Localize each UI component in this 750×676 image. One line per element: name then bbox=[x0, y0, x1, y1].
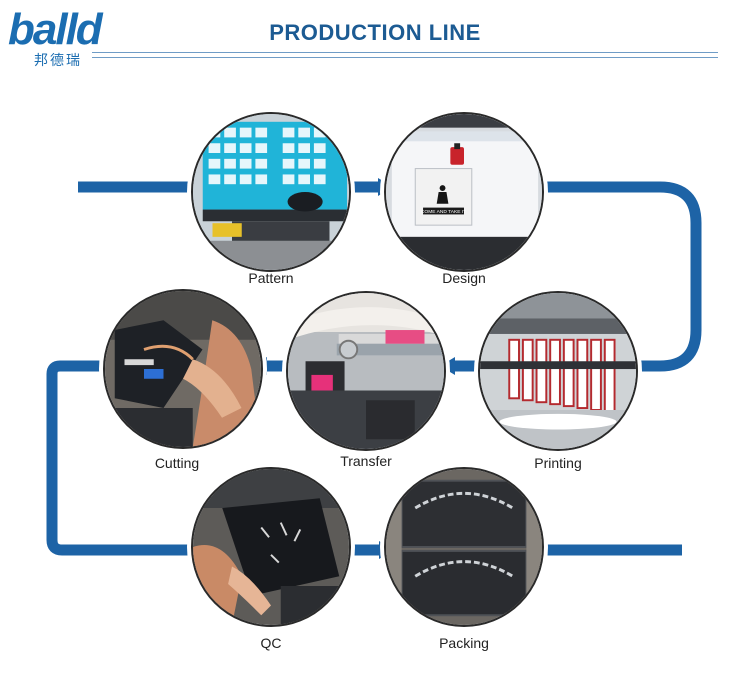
flow-segment bbox=[46, 181, 702, 556]
step-label-design: Design bbox=[442, 270, 486, 286]
title-divider bbox=[92, 52, 718, 53]
title-divider bbox=[92, 57, 718, 58]
step-label-cutting: Cutting bbox=[154, 455, 200, 471]
flow-arrow-icon bbox=[440, 357, 455, 375]
design-slogan: COME AND TAKE IT bbox=[421, 209, 466, 215]
step-qc-photo bbox=[191, 467, 351, 627]
step-label-transfer: Transfer bbox=[340, 453, 392, 469]
step-cutting-photo bbox=[103, 289, 263, 449]
logo-chinese-name: 邦德瑞 bbox=[34, 53, 82, 69]
step-printing-photo bbox=[478, 291, 638, 451]
step-label-printing: Printing bbox=[534, 455, 582, 471]
step-transfer-photo bbox=[286, 291, 446, 451]
step-packing-photo bbox=[384, 467, 544, 627]
logo-wordmark: balld bbox=[8, 5, 103, 54]
step-design-photo: COME AND TAKE IT bbox=[384, 112, 544, 272]
step-label-pattern: Pattern bbox=[248, 270, 294, 286]
step-pattern-photo bbox=[191, 112, 351, 272]
step-label-qc: QC bbox=[260, 635, 282, 651]
step-label-packing: Packing bbox=[439, 635, 489, 651]
company-logo: balld 邦德瑞 bbox=[8, 6, 118, 70]
page-title: PRODUCTION LINE bbox=[269, 20, 481, 45]
